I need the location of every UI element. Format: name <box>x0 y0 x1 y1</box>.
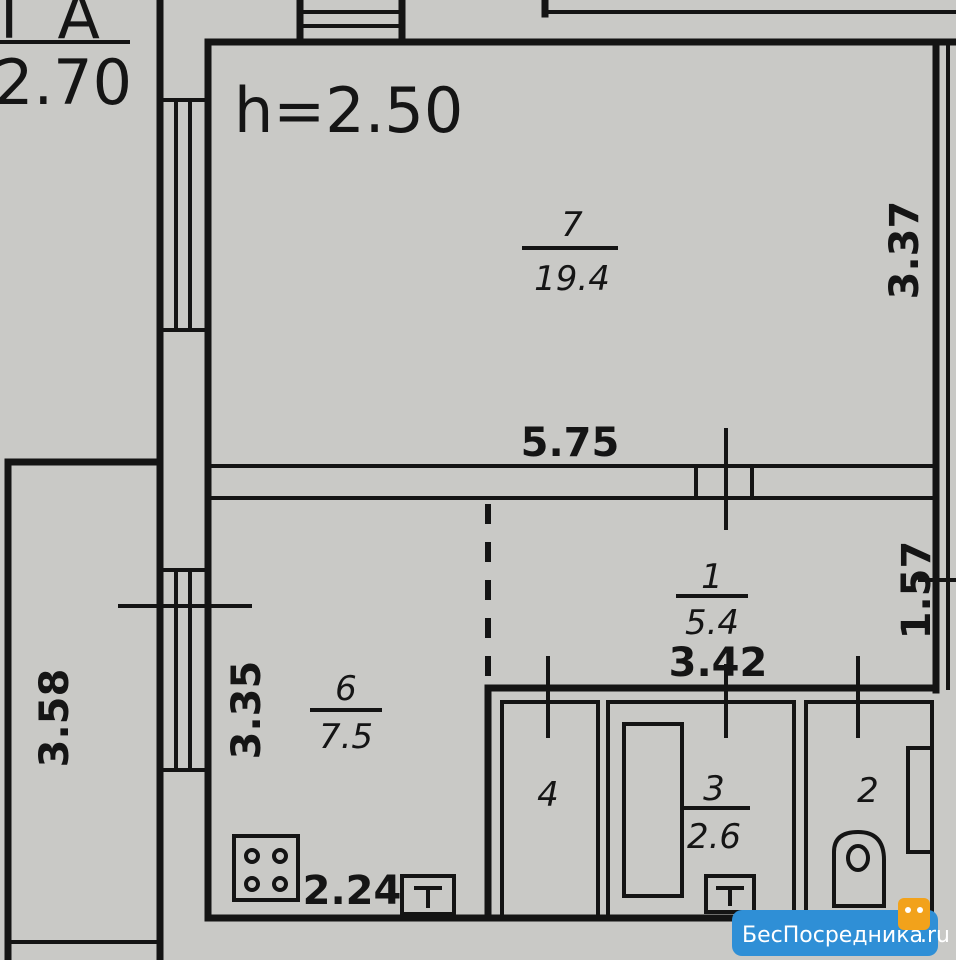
watermark: БесПосредника .ru <box>732 898 950 956</box>
stove-burner-3 <box>244 876 260 892</box>
walls <box>4 0 956 960</box>
room-7-number: 7 <box>561 205 583 245</box>
bath-sink-icon <box>704 874 756 914</box>
watermark-text: БесПосредника <box>742 923 923 948</box>
mascot-eye-left <box>905 907 911 913</box>
dim-room7-depth: 3.37 <box>882 201 928 300</box>
dim-kitchen-width: 2.24 <box>303 868 402 914</box>
labels: h=2.50 7 19.4 5.75 3.37 1 5.4 3.42 1.57 … <box>32 74 940 914</box>
room-3-box <box>606 700 796 920</box>
stove-icon <box>232 834 300 902</box>
room-3-number: 3 <box>703 769 725 809</box>
room-4-number: 4 <box>537 775 559 815</box>
dim-balcony-length: 3.58 <box>32 669 78 768</box>
dim-kitchen-depth: 3.35 <box>224 661 270 760</box>
kitchen-sink-icon <box>400 874 456 916</box>
corner-label-value: 2.70 <box>0 46 132 119</box>
mascot-icon <box>898 898 930 930</box>
dim-room7-width: 5.75 <box>521 420 620 466</box>
toilet-seat <box>846 844 870 872</box>
dim-hall-width: 3.42 <box>669 640 768 686</box>
dim-hall-depth: 1.57 <box>894 541 940 640</box>
stove-burner-1 <box>244 848 260 864</box>
stove-burner-2 <box>272 848 288 864</box>
watermark-suffix: .ru <box>920 923 950 948</box>
bathtub-icon <box>622 722 684 898</box>
neighbour-corner: Г А 2.70 <box>0 0 132 119</box>
stove-burner-4 <box>272 876 288 892</box>
corner-label-top: Г А <box>0 0 100 53</box>
fixtures <box>232 722 934 916</box>
room-6-number: 6 <box>335 669 357 709</box>
room-6-area: 7.5 <box>319 717 373 757</box>
toilet-icon <box>832 829 886 908</box>
cabinet-icon <box>906 746 934 854</box>
room-7-area: 19.4 <box>534 259 610 299</box>
room-1-number: 1 <box>701 557 723 597</box>
watermark-badge <box>732 910 938 956</box>
ceiling-height: h=2.50 <box>234 74 463 147</box>
room-2-number: 2 <box>857 771 879 811</box>
mascot-eye-right <box>917 907 923 913</box>
room-3-area: 2.6 <box>687 817 741 857</box>
room-1-area: 5.4 <box>685 603 739 643</box>
